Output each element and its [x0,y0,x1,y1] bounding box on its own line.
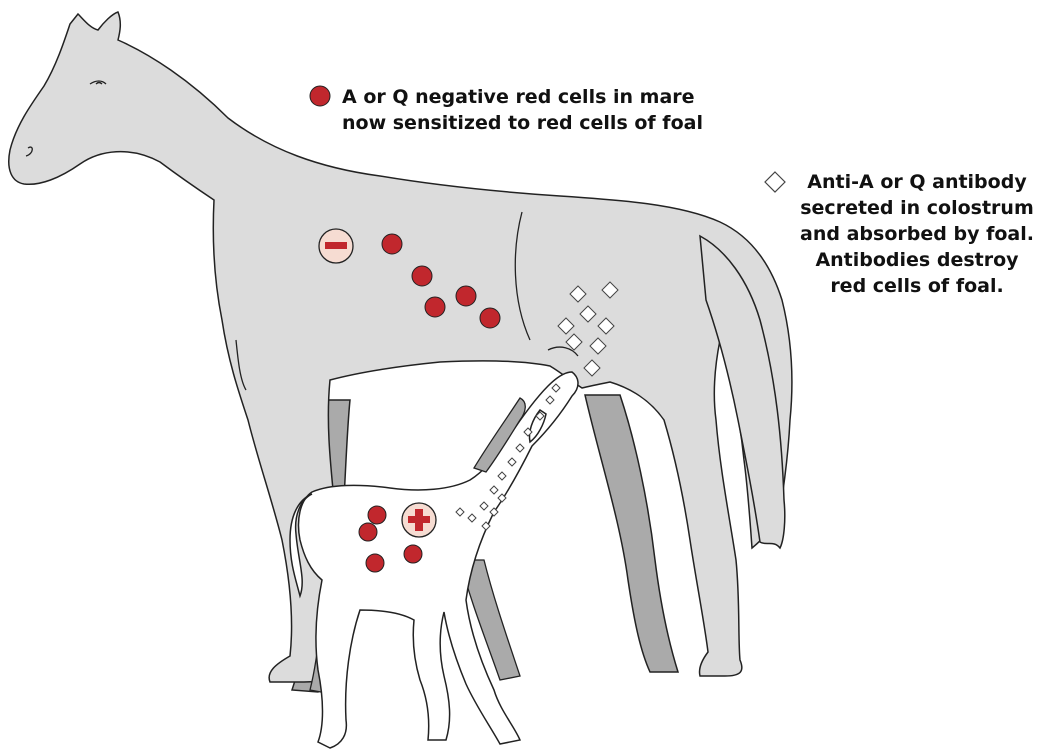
red-cell [366,554,384,572]
plus-sign-icon [402,503,436,537]
legend-antibody-icon [765,172,785,192]
antibody-label-line4: Antibodies destroy [790,247,1044,273]
red-cell [412,266,432,286]
red-cell [456,286,476,306]
antibody-label-line1: Anti-A or Q antibody [790,169,1044,195]
red-cells-label-line2: now sensitized to red cells of foal [342,110,703,136]
red-cell [425,297,445,317]
red-cell [382,234,402,254]
antibody-label-line5: red cells of foal. [790,273,1044,299]
antibody-label-line2: secreted in colostrum [790,195,1044,221]
red-cell [368,506,386,524]
red-cell [480,308,500,328]
antibody-label: Anti-A or Q antibody secreted in colostr… [790,169,1044,299]
minus-sign-icon [319,229,353,263]
red-cell [359,523,377,541]
red-cells-label-line1: A or Q negative red cells in mare [342,84,703,110]
legend-red-cell-icon [310,86,330,106]
antibody-label-line3: and absorbed by foal. [790,221,1044,247]
red-cells-label: A or Q negative red cells in mare now se… [342,84,703,136]
red-cell [404,545,422,563]
